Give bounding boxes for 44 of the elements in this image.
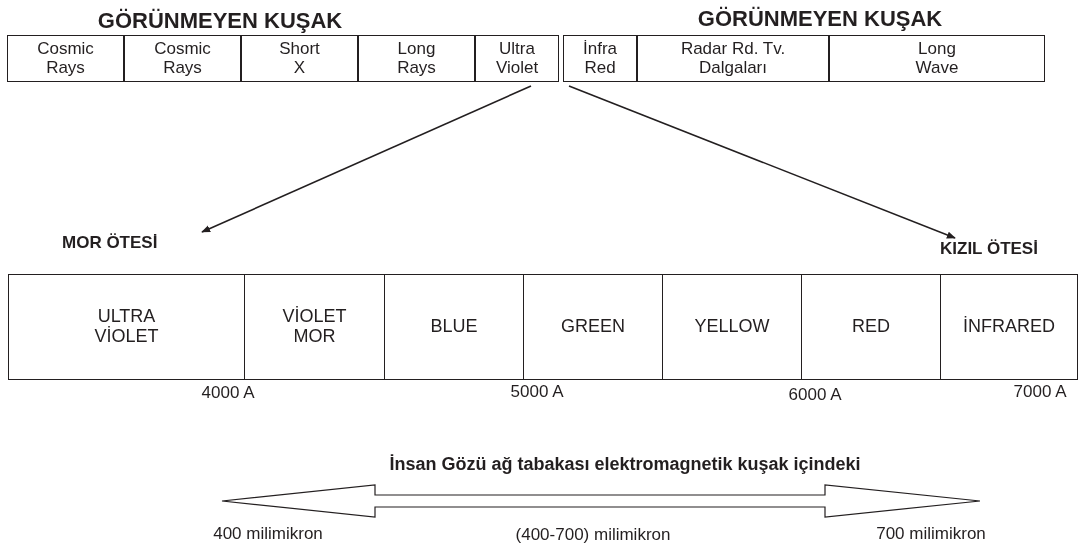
band-label: RED <box>852 317 890 337</box>
band-label: Cosmic Rays <box>36 39 95 78</box>
range-value: 700 milimikron <box>876 524 986 544</box>
band-label: Radar Rd. Tv. Dalgaları <box>679 39 787 78</box>
range-value: (400-700) milimikron <box>515 525 671 545</box>
band-label: GREEN <box>561 317 625 337</box>
band-label: VİOLET MOR <box>281 307 348 347</box>
color-band <box>244 274 385 380</box>
wavelength-tick: 4000 A <box>201 383 255 403</box>
band-label: Ultra Violet <box>494 39 540 78</box>
arrow <box>568 85 956 239</box>
band-label: YELLOW <box>694 317 770 337</box>
range-heading: MOR ÖTESİ <box>62 234 212 254</box>
color-band <box>940 274 1078 380</box>
range-heading: KIZIL ÖTESİ <box>940 240 1075 260</box>
band-label: Short X <box>278 39 321 78</box>
wavelength-tick: 6000 A <box>788 385 842 405</box>
range-title: İnsan Gözü ağ tabakası elektromagnetik kuşak içindeki <box>389 454 861 475</box>
color-band <box>384 274 524 380</box>
color-band <box>523 274 663 380</box>
band-label: BLUE <box>430 317 478 337</box>
spectrum-band <box>124 35 241 82</box>
band-label: İNFRARED <box>963 317 1055 337</box>
band-label: İnfra Red <box>582 39 618 78</box>
color-band <box>8 274 245 380</box>
spectrum-band <box>563 35 637 82</box>
spectrum-band <box>637 35 829 82</box>
band-label: ULTRA VİOLET <box>93 307 160 347</box>
spectrum-band <box>475 35 559 82</box>
range-value: 400 milimikron <box>213 524 323 544</box>
spectrum-band <box>7 35 124 82</box>
arrow <box>201 85 532 233</box>
spectrum-band <box>241 35 358 82</box>
color-band <box>662 274 802 380</box>
spectrum-band <box>358 35 475 82</box>
wavelength-tick: 7000 A <box>1013 382 1067 402</box>
color-band <box>801 274 941 380</box>
band-label: Cosmic Rays <box>153 39 212 78</box>
spectrum-band <box>829 35 1045 82</box>
section-heading: GÖRÜNMEYEN KUŞAK <box>97 8 343 34</box>
section-heading: GÖRÜNMEYEN KUŞAK <box>697 6 943 32</box>
band-label: Long Wave <box>914 39 960 78</box>
band-label: Long Rays <box>396 39 437 78</box>
wavelength-tick: 5000 A <box>510 382 564 402</box>
